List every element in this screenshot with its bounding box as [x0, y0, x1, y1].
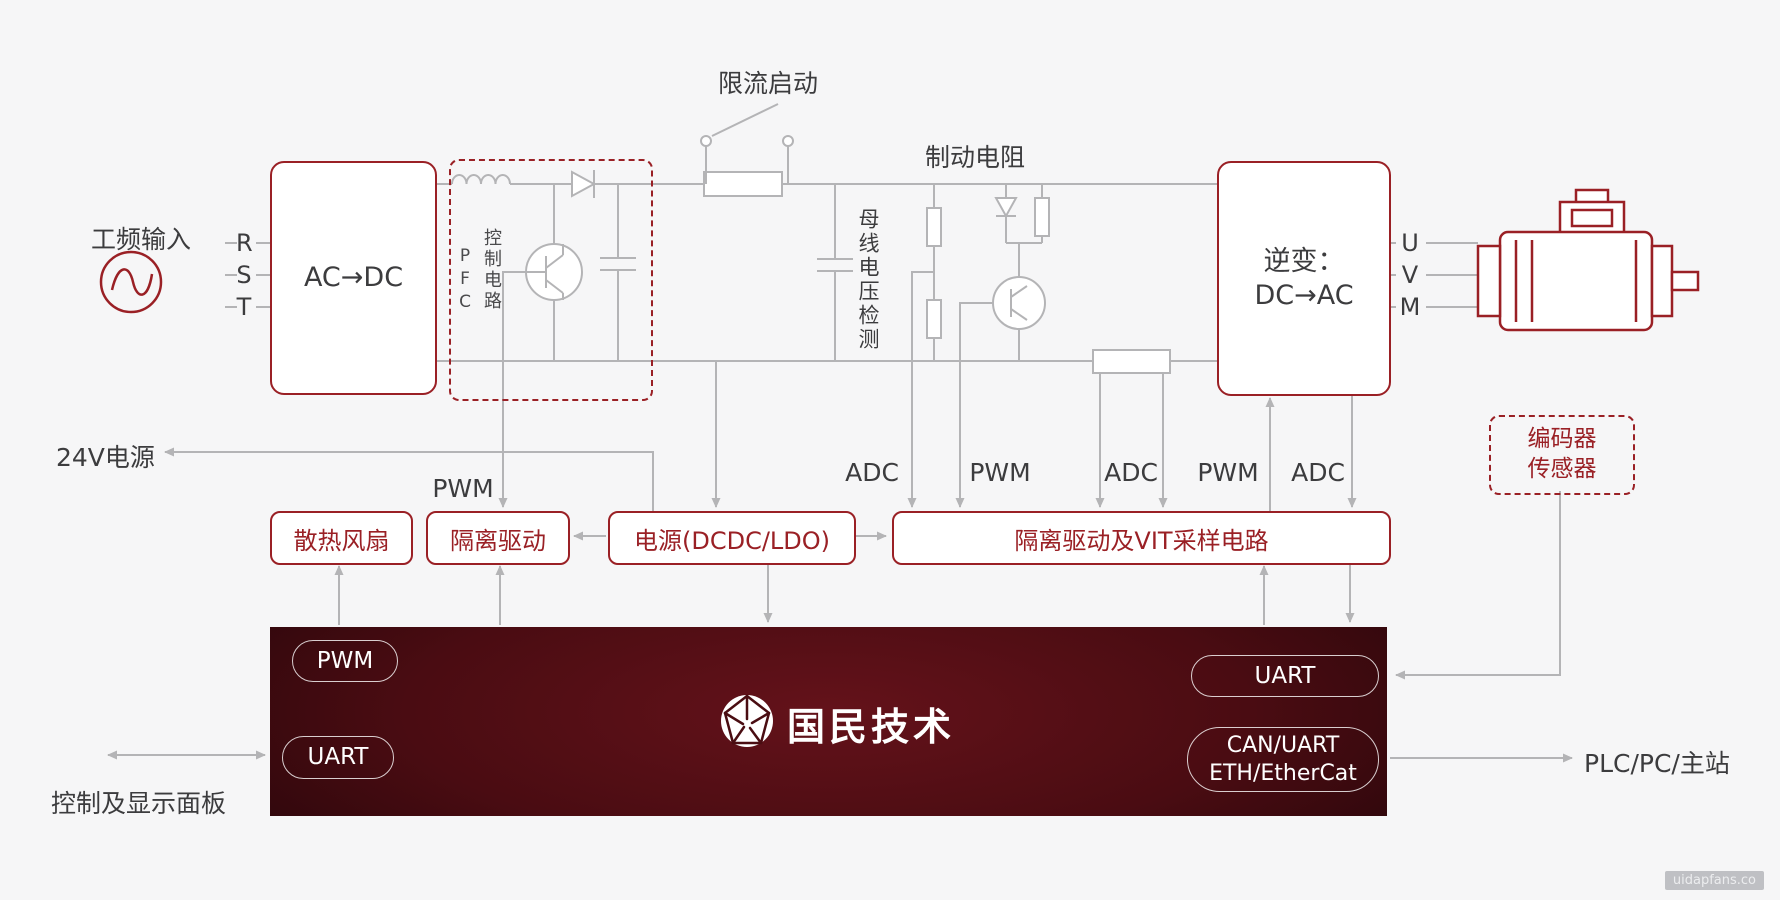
nations-logo-icon — [721, 694, 773, 747]
iso-drive-block: 隔离驱动 — [426, 511, 570, 565]
mcu-can-label-line2: ETH/EtherCat — [1209, 760, 1357, 786]
power-block: 电源(DCDC/LDO) — [608, 511, 856, 565]
inverter-label-line1: 逆变： — [1263, 245, 1345, 277]
acdc-block: AC→DC — [270, 161, 437, 395]
encoder-label-line2: 传感器 — [1527, 456, 1597, 482]
vit-sampling-block: 隔离驱动及VIT采样电路 — [892, 511, 1391, 565]
pwm-brake-label: PWM — [969, 458, 1031, 487]
mcu-can-pill: CAN/UART ETH/EtherCat — [1187, 727, 1379, 792]
watermark: uidapfans.co — [1664, 871, 1764, 890]
supply-24v-wire — [164, 447, 654, 511]
output-m-label: M — [1399, 293, 1421, 321]
inverter-block: 逆变： DC→AC — [1217, 161, 1391, 396]
bus-capacitor-icon — [817, 184, 853, 361]
phase-r-label: R — [236, 229, 253, 257]
brake-igbt-icon — [955, 243, 1046, 508]
pfc-control-block — [449, 159, 653, 401]
mcu-uart-left-label: UART — [307, 744, 369, 771]
inverter-signal-wires — [1265, 392, 1357, 511]
pfc-inductor-icon — [451, 174, 511, 185]
pfc-igbt-icon — [498, 184, 583, 508]
inrush-switch-icon — [700, 103, 794, 184]
encoder-to-mcu-wire — [1395, 491, 1561, 680]
mcu-pwm-label: PWM — [316, 647, 374, 674]
motor-icon — [1476, 188, 1700, 332]
boost-diode-icon — [571, 170, 597, 198]
output-u-label: U — [1401, 229, 1419, 257]
encoder-label-line1: 编码器 — [1527, 426, 1597, 453]
adc-shunt-label: ADC — [1104, 458, 1158, 487]
inverter-label-line2: DC→AC — [1254, 279, 1354, 311]
phase-s-label: S — [236, 261, 252, 289]
inrush-resistor-icon — [703, 171, 783, 197]
mcu-uart-right-label: UART — [1254, 662, 1316, 689]
pfc-capacitor-icon — [600, 184, 636, 361]
ac-source-icon — [99, 250, 163, 314]
bus-voltage-detect-label: 母线电压检测 — [856, 208, 880, 352]
control-panel-label: 控制及显示面板 — [51, 789, 227, 818]
brake-resistor-icon — [1006, 184, 1050, 244]
supply-24v-label: 24V电源 — [56, 443, 155, 472]
iso-drive-label: 隔离驱动 — [450, 526, 546, 555]
phase-stub-wires — [225, 242, 270, 308]
mcu-uart-right-pill: UART — [1191, 655, 1379, 697]
vit-sampling-label: 隔离驱动及VIT采样电路 — [1014, 526, 1269, 555]
shunt-resistor-icon — [1092, 349, 1171, 508]
fan-label: 散热风扇 — [293, 526, 390, 555]
phase-t-label: T — [236, 293, 252, 321]
fan-block: 散热风扇 — [270, 511, 413, 565]
inrush-start-label: 限流启动 — [717, 69, 818, 98]
mains-input-label: 工频输入 — [90, 225, 191, 254]
motor-lead-wires — [1387, 242, 1478, 308]
pfc-abbr-label: PFC — [455, 246, 475, 315]
output-v-label: V — [1401, 261, 1419, 289]
adc-bus-label: ADC — [845, 458, 899, 487]
acdc-label: AC→DC — [303, 262, 404, 294]
mcu-block: PWM UART 国民技术 UART CAN/UART ETH/EtherCat — [270, 627, 1387, 816]
brand-name: 国民技术 — [787, 705, 956, 749]
pwm-inverter-label: PWM — [1197, 458, 1259, 487]
brake-resistor-label: 制动电阻 — [925, 143, 1026, 172]
plc-label: PLC/PC/主站 — [1584, 749, 1730, 778]
pfc-control-label: 控制电路 — [481, 228, 502, 312]
mcu-can-label-line1: CAN/UART — [1226, 733, 1340, 758]
encoder-block: 编码器 传感器 — [1489, 415, 1635, 495]
brake-diode-icon — [994, 184, 1018, 243]
mcu-pwm-pill: PWM — [292, 640, 398, 682]
power-label: 电源(DCDC/LDO) — [633, 526, 831, 555]
pfc-pwm-label: PWM — [432, 474, 494, 503]
bus-voltage-divider-icon — [907, 184, 942, 508]
adc-inverter-label: ADC — [1291, 458, 1345, 487]
mcu-uart-left-pill: UART — [282, 736, 394, 779]
